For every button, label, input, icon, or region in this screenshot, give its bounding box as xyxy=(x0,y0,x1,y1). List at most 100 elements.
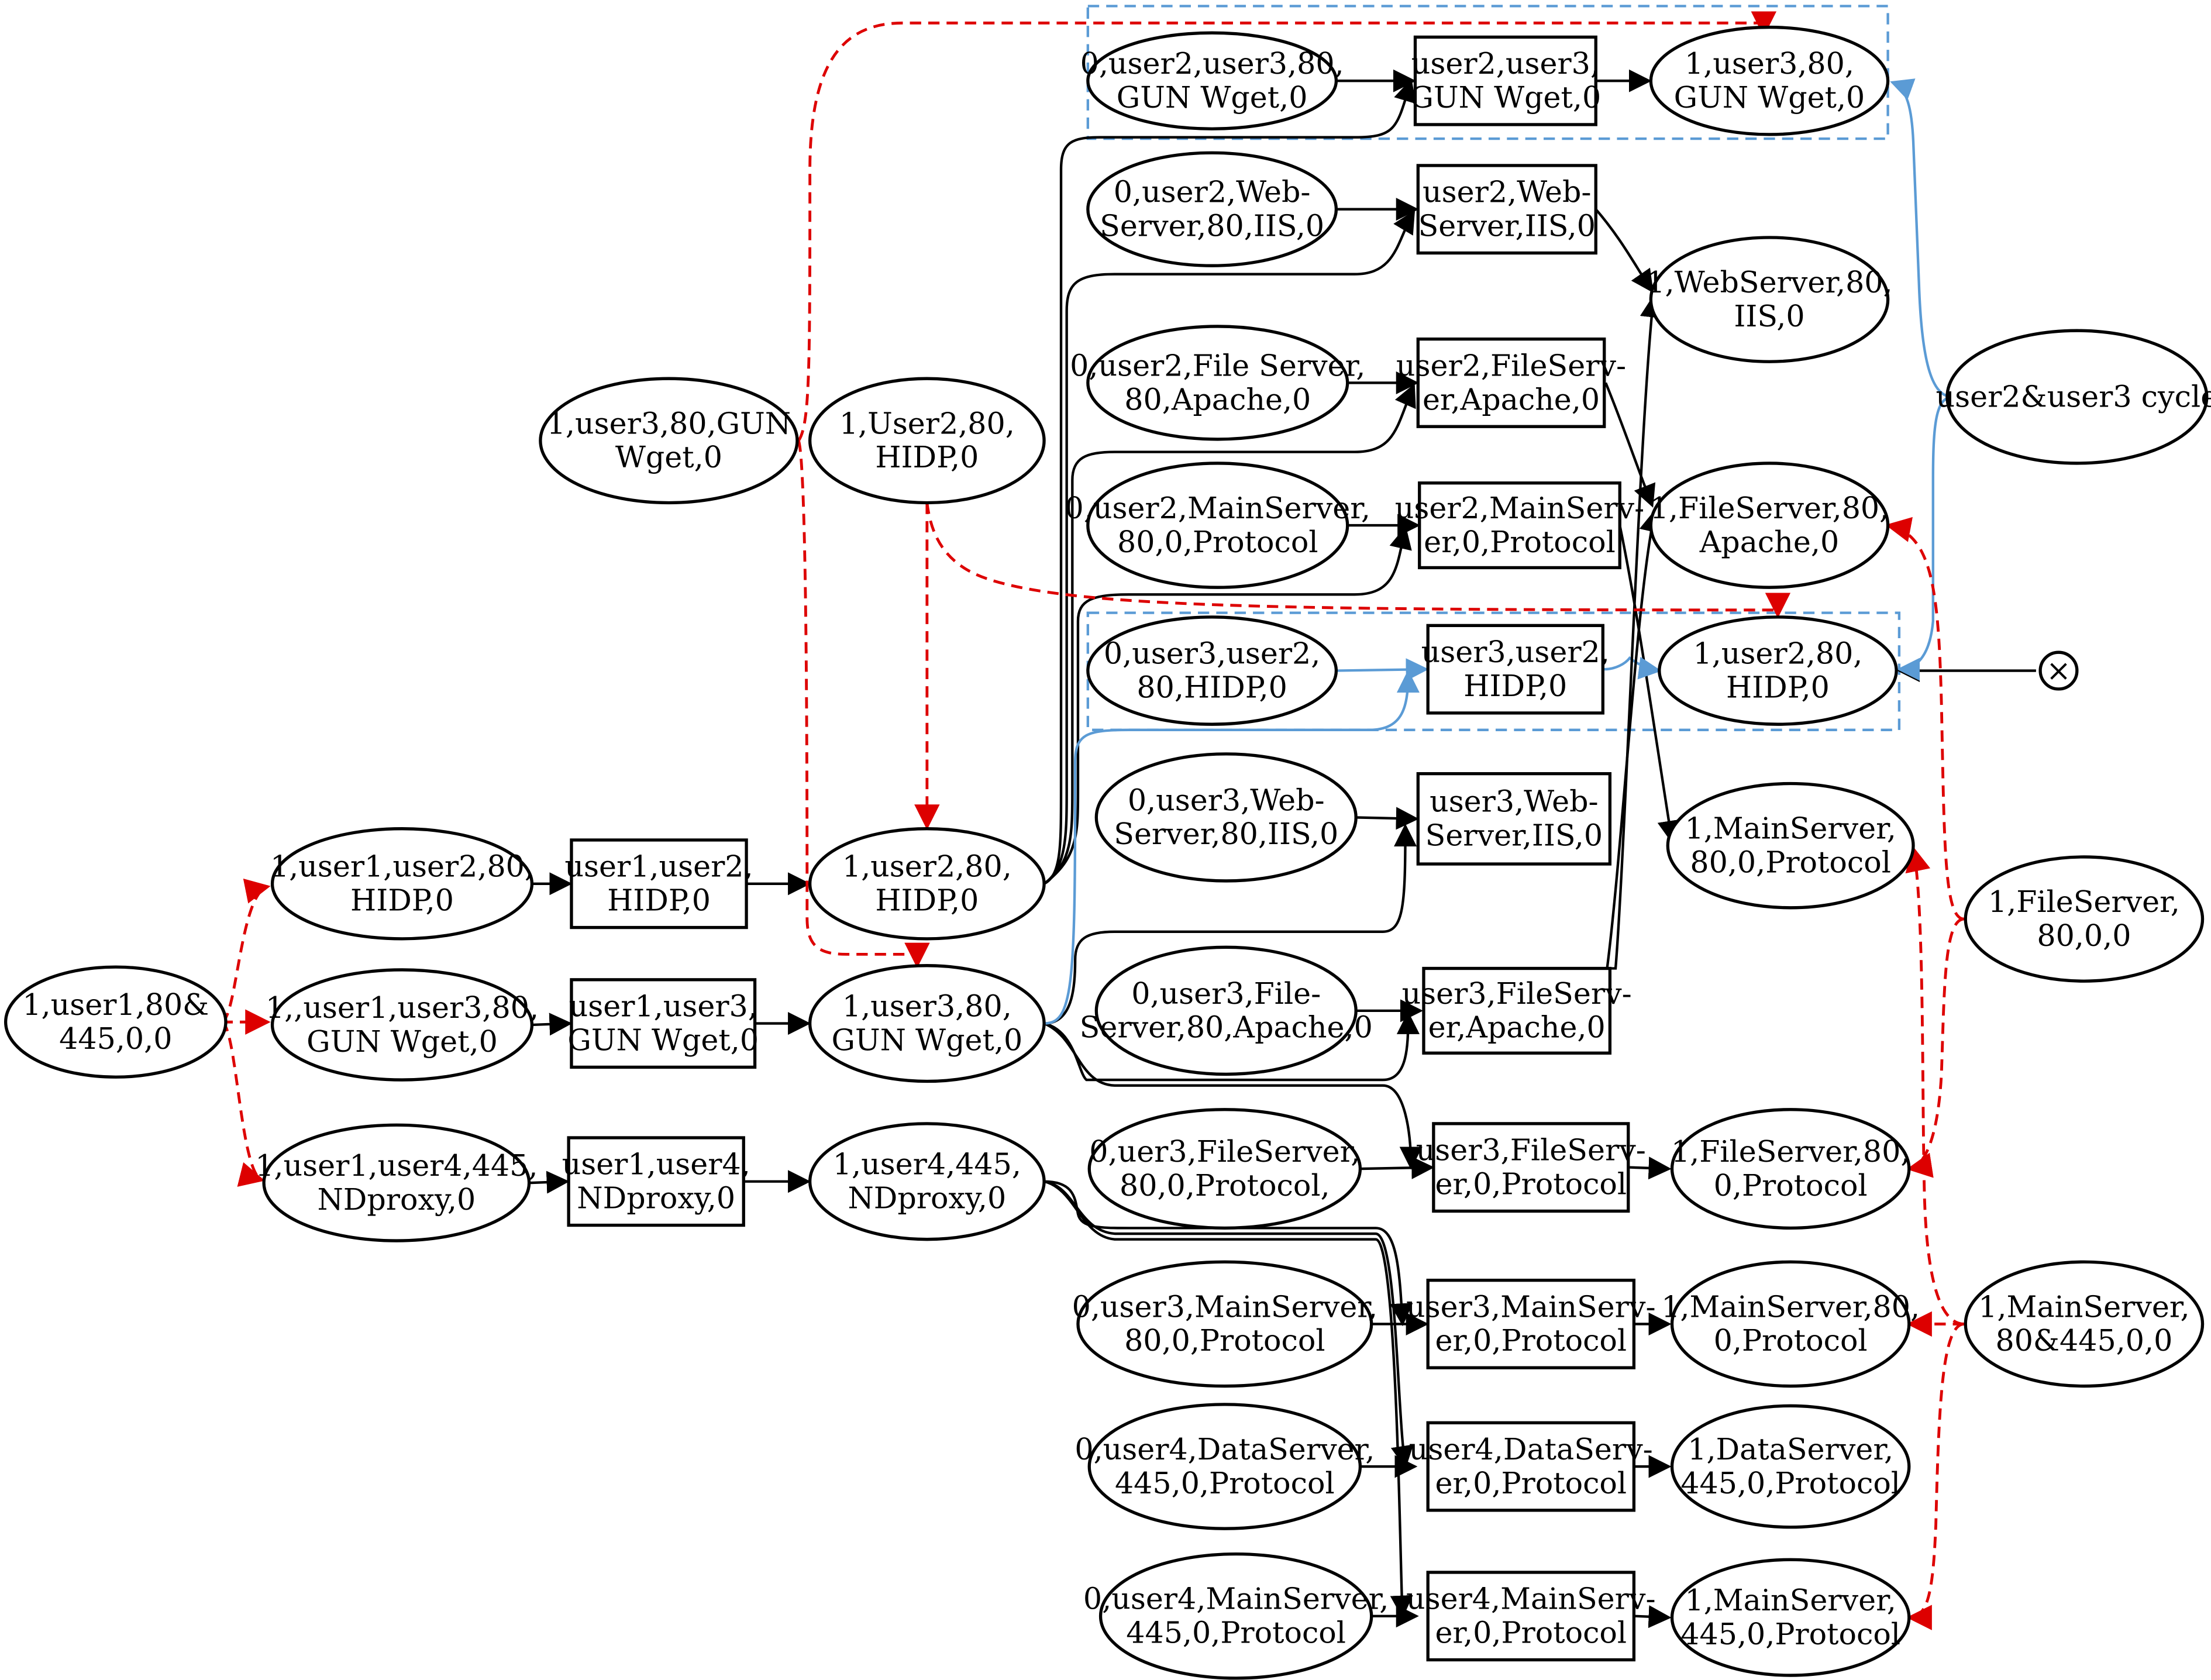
state-ellipse xyxy=(1945,329,2209,465)
node-label-line: er,Apache,0 xyxy=(1428,1010,1606,1045)
node-n1-user2-80-hidp: 1,user2,80,HIDP,0 xyxy=(1658,615,1898,726)
edge-black-36 xyxy=(1043,823,1417,1025)
node-r-user3-fileproto: user3,FileServ-er,0,Protocol xyxy=(1416,1122,1646,1213)
node-label-line: 1,User2,80, xyxy=(839,406,1015,440)
node-label-line: Server,IIS,0 xyxy=(1425,818,1603,853)
node-label-line: user3,FileServ- xyxy=(1416,1133,1646,1168)
node-r-user3-file: user3,FileServ-er,Apache,0 xyxy=(1402,966,1632,1055)
edge-black-23 xyxy=(1360,1156,1435,1179)
node-label-line: 1,MainServer,80, xyxy=(1661,1289,1920,1324)
node-label-line: HIDP,0 xyxy=(875,883,979,918)
action-box xyxy=(1422,966,1612,1055)
edge-black-22 xyxy=(1606,294,1663,970)
node-label-line: user4,DataServ- xyxy=(1409,1432,1653,1466)
node-label-line: 80,0,0 xyxy=(2037,918,2131,953)
node-label-line: 0,user4,DataServer, xyxy=(1074,1432,1375,1466)
node-r-user3-web: user3,Web-Server,IIS,0 xyxy=(1416,772,1612,866)
node-label-line: 1,FileServer,80, xyxy=(1671,1134,1910,1169)
state-ellipse xyxy=(1658,615,1898,726)
node-label-line: Server,80,Apache,0 xyxy=(1080,1010,1373,1045)
action-box xyxy=(570,978,757,1069)
edge-blue-44 xyxy=(1896,395,1953,681)
node-n0-user2-file: 0,user2,File Server,80,Apache,0 xyxy=(1070,325,1365,441)
node-label-line: GUN Wget,0 xyxy=(1117,80,1308,115)
node-n-fileserver-800: 1,FileServer,80,0,0 xyxy=(1964,855,2205,983)
node-label-line: 0,user3,user2, xyxy=(1104,636,1321,670)
node-r-user1-user2: user1,user2,HIDP,0 xyxy=(564,838,753,929)
node-n0-user3-user2: 0,user3,user2,80,HIDP,0 xyxy=(1086,615,1338,726)
node-label-line: 1,MainServer, xyxy=(1685,1583,1896,1617)
node-r-user3-user2: user3,user2,HIDP,0 xyxy=(1421,624,1610,715)
node-n-otimes: × xyxy=(2038,650,2079,691)
edge-red-49 xyxy=(1885,517,1965,921)
edge-black-12 xyxy=(1594,208,1654,293)
node-label-line: 0,Protocol xyxy=(1714,1168,1868,1203)
state-ellipse xyxy=(1964,1260,2205,1388)
node-label-line: 0,user3,File- xyxy=(1131,976,1321,1011)
state-ellipse xyxy=(1098,1552,1373,1680)
edge-red-48 xyxy=(925,502,1791,618)
node-label-line: user3,Web- xyxy=(1430,784,1599,819)
node-label-line: 1,FileServer, xyxy=(1988,884,2180,919)
edge-black-24 xyxy=(1630,1156,1672,1180)
state-ellipse xyxy=(1086,325,1349,441)
state-ellipse xyxy=(2038,650,2079,691)
state-ellipse xyxy=(808,377,1046,505)
node-n1-fileserver-apache: 1,FileServer,80,Apache,0 xyxy=(1649,462,1890,589)
edge-red-50 xyxy=(1906,917,1965,1178)
node-n1-mainserver-80-proto: 1,MainServer,80,0,Protocol xyxy=(1661,1260,1920,1388)
node-label-line: user3,user2, xyxy=(1421,635,1610,669)
node-label-line: 1,,user1,user3,80, xyxy=(266,990,539,1025)
edge-black-33 xyxy=(1043,210,1416,885)
node-label-line: 0,user4,MainServer, xyxy=(1083,1582,1389,1616)
state-ellipse xyxy=(1649,462,1890,589)
edge-black-40 xyxy=(1043,1180,1414,1469)
node-label-line: user4,MainServ- xyxy=(1406,1582,1656,1616)
node-label-line: 80,0,Protocol xyxy=(1690,845,1891,879)
node-n0-user2-web: 0,user2,Web-Server,80,IIS,0 xyxy=(1086,151,1338,267)
node-label-line: user1,user3, xyxy=(569,989,757,1024)
node-n0-user4-data: 0,user4,DataServer,445,0,Protocol xyxy=(1074,1403,1375,1530)
node-label-line: er,Apache,0 xyxy=(1423,382,1600,416)
node-label-line: IIS,0 xyxy=(1734,299,1804,333)
node-n0-user3-main: 0,user3,MainServer,80,0,Protocol xyxy=(1072,1260,1377,1388)
edge-black-34 xyxy=(1043,383,1416,885)
state-ellipse xyxy=(270,968,534,1082)
node-n1-user1-80-445: 1,user1,80&445,0,0 xyxy=(4,965,228,1079)
state-ellipse xyxy=(1094,752,1358,883)
node-label-line: er,0,Protocol xyxy=(1435,1616,1627,1650)
node-label-line: Server,80,IIS,0 xyxy=(1100,209,1324,243)
node-r-user2-file: user2,FileServ-er,Apache,0 xyxy=(1396,337,1626,428)
node-n1-mainserver-80: 1,MainServer,80,0,Protocol xyxy=(1666,782,1915,910)
node-n0-user3-file: 0,user3,File-Server,80,Apache,0 xyxy=(1080,945,1373,1076)
node-n0-user4-main: 0,user4,MainServer,445,0,Protocol xyxy=(1083,1552,1389,1680)
node-label-line: 1,user1,user2,80, xyxy=(270,849,534,884)
action-box xyxy=(1416,772,1612,866)
edge-blue-43 xyxy=(1890,78,1953,398)
node-label-line: er,0,Protocol xyxy=(1424,525,1616,559)
node-label-line: 1,FileServer,80, xyxy=(1650,491,1889,525)
edge-black-5 xyxy=(529,1171,570,1194)
action-box xyxy=(1416,164,1597,255)
node-label-line: × xyxy=(2046,653,2071,687)
state-ellipse xyxy=(262,1123,531,1242)
node-n1-fileserver-80-proto: 1,FileServer,80,0,Protocol xyxy=(1670,1108,1911,1230)
node-r-user2-main: user2,MainServ-er,0,Protocol xyxy=(1395,481,1644,570)
state-ellipse xyxy=(1670,1558,1911,1677)
node-n-cycle: user2&user3 cycle xyxy=(1936,329,2211,465)
edge-red-2 xyxy=(221,1020,265,1187)
state-ellipse xyxy=(1086,615,1338,726)
node-n0-uer3-fileproto: 0,uer3,FileServer,80,0,Protocol, xyxy=(1087,1108,1362,1230)
node-r-user2-user3: user2,user3,GUN Wget,0 xyxy=(1410,35,1601,126)
node-label-line: 1,user2,80, xyxy=(1693,636,1862,670)
node-label-line: HIDP,0 xyxy=(1463,669,1567,703)
node-label-line: 1,MainServer, xyxy=(1978,1289,2189,1324)
edge-black-19 xyxy=(1356,807,1419,830)
node-label-line: HIDP,0 xyxy=(875,440,979,474)
node-label-line: 0,user2,user3,80, xyxy=(1080,46,1344,81)
node-r-user1-user3: user1,user3,GUN Wget,0 xyxy=(567,978,759,1069)
state-ellipse xyxy=(1094,945,1358,1076)
edge-black-35 xyxy=(1043,526,1412,885)
node-label-line: 1,MainServer, xyxy=(1685,811,1896,846)
